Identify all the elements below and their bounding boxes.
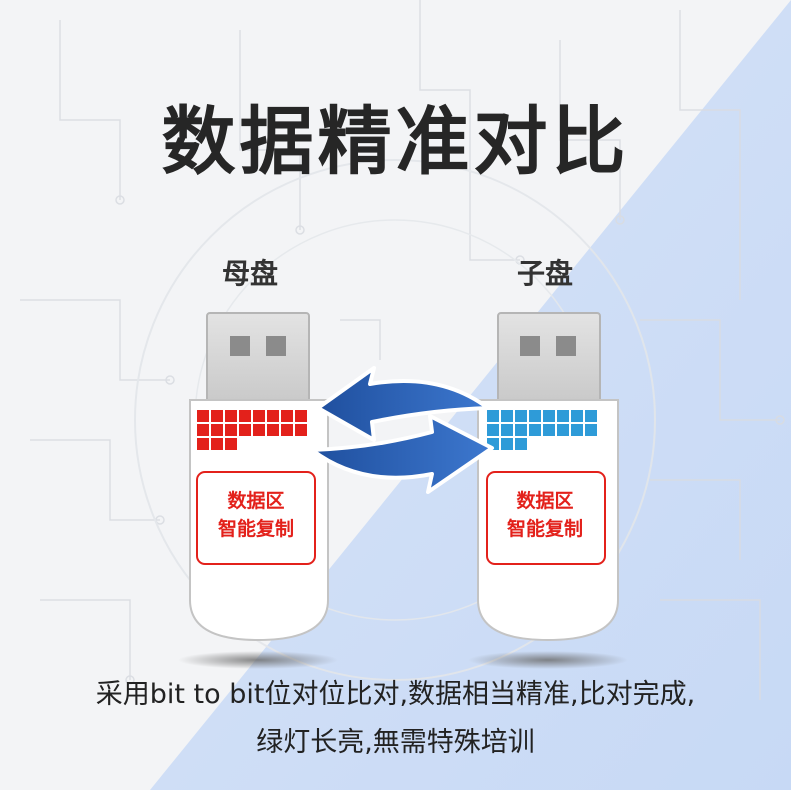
mother-zone-line2: 智能复制: [217, 518, 294, 540]
page-title: 数据精准对比: [161, 99, 630, 185]
mother-data-grid: [197, 410, 307, 450]
child-disk-label: 子盘: [517, 257, 574, 290]
child-usb-connector: [497, 312, 601, 404]
mother-usb-drive: [178, 312, 338, 669]
mother-zone-box: [196, 471, 316, 565]
arrow-left-icon: [316, 366, 490, 442]
child-zone-text: 数据区 智能复制: [486, 487, 604, 543]
description-line2: 绿灯长亮,無需特殊培训: [256, 727, 535, 758]
child-zone-box: [486, 471, 606, 565]
exchange-arrows-icon: [310, 366, 494, 494]
arrow-right-icon: [310, 414, 494, 494]
mother-zone-text: 数据区 智能复制: [197, 487, 315, 543]
mother-disk-label: 母盘: [222, 257, 279, 290]
description-line1: 采用bit to bit位对位比对,数据相当精准,比对完成,: [95, 679, 696, 710]
child-zone-line2: 智能复制: [506, 518, 583, 540]
child-zone-line1: 数据区: [516, 490, 574, 512]
child-usb-drive: [468, 312, 628, 669]
mother-usb-connector: [206, 312, 310, 404]
mother-zone-line1: 数据区: [227, 490, 285, 512]
